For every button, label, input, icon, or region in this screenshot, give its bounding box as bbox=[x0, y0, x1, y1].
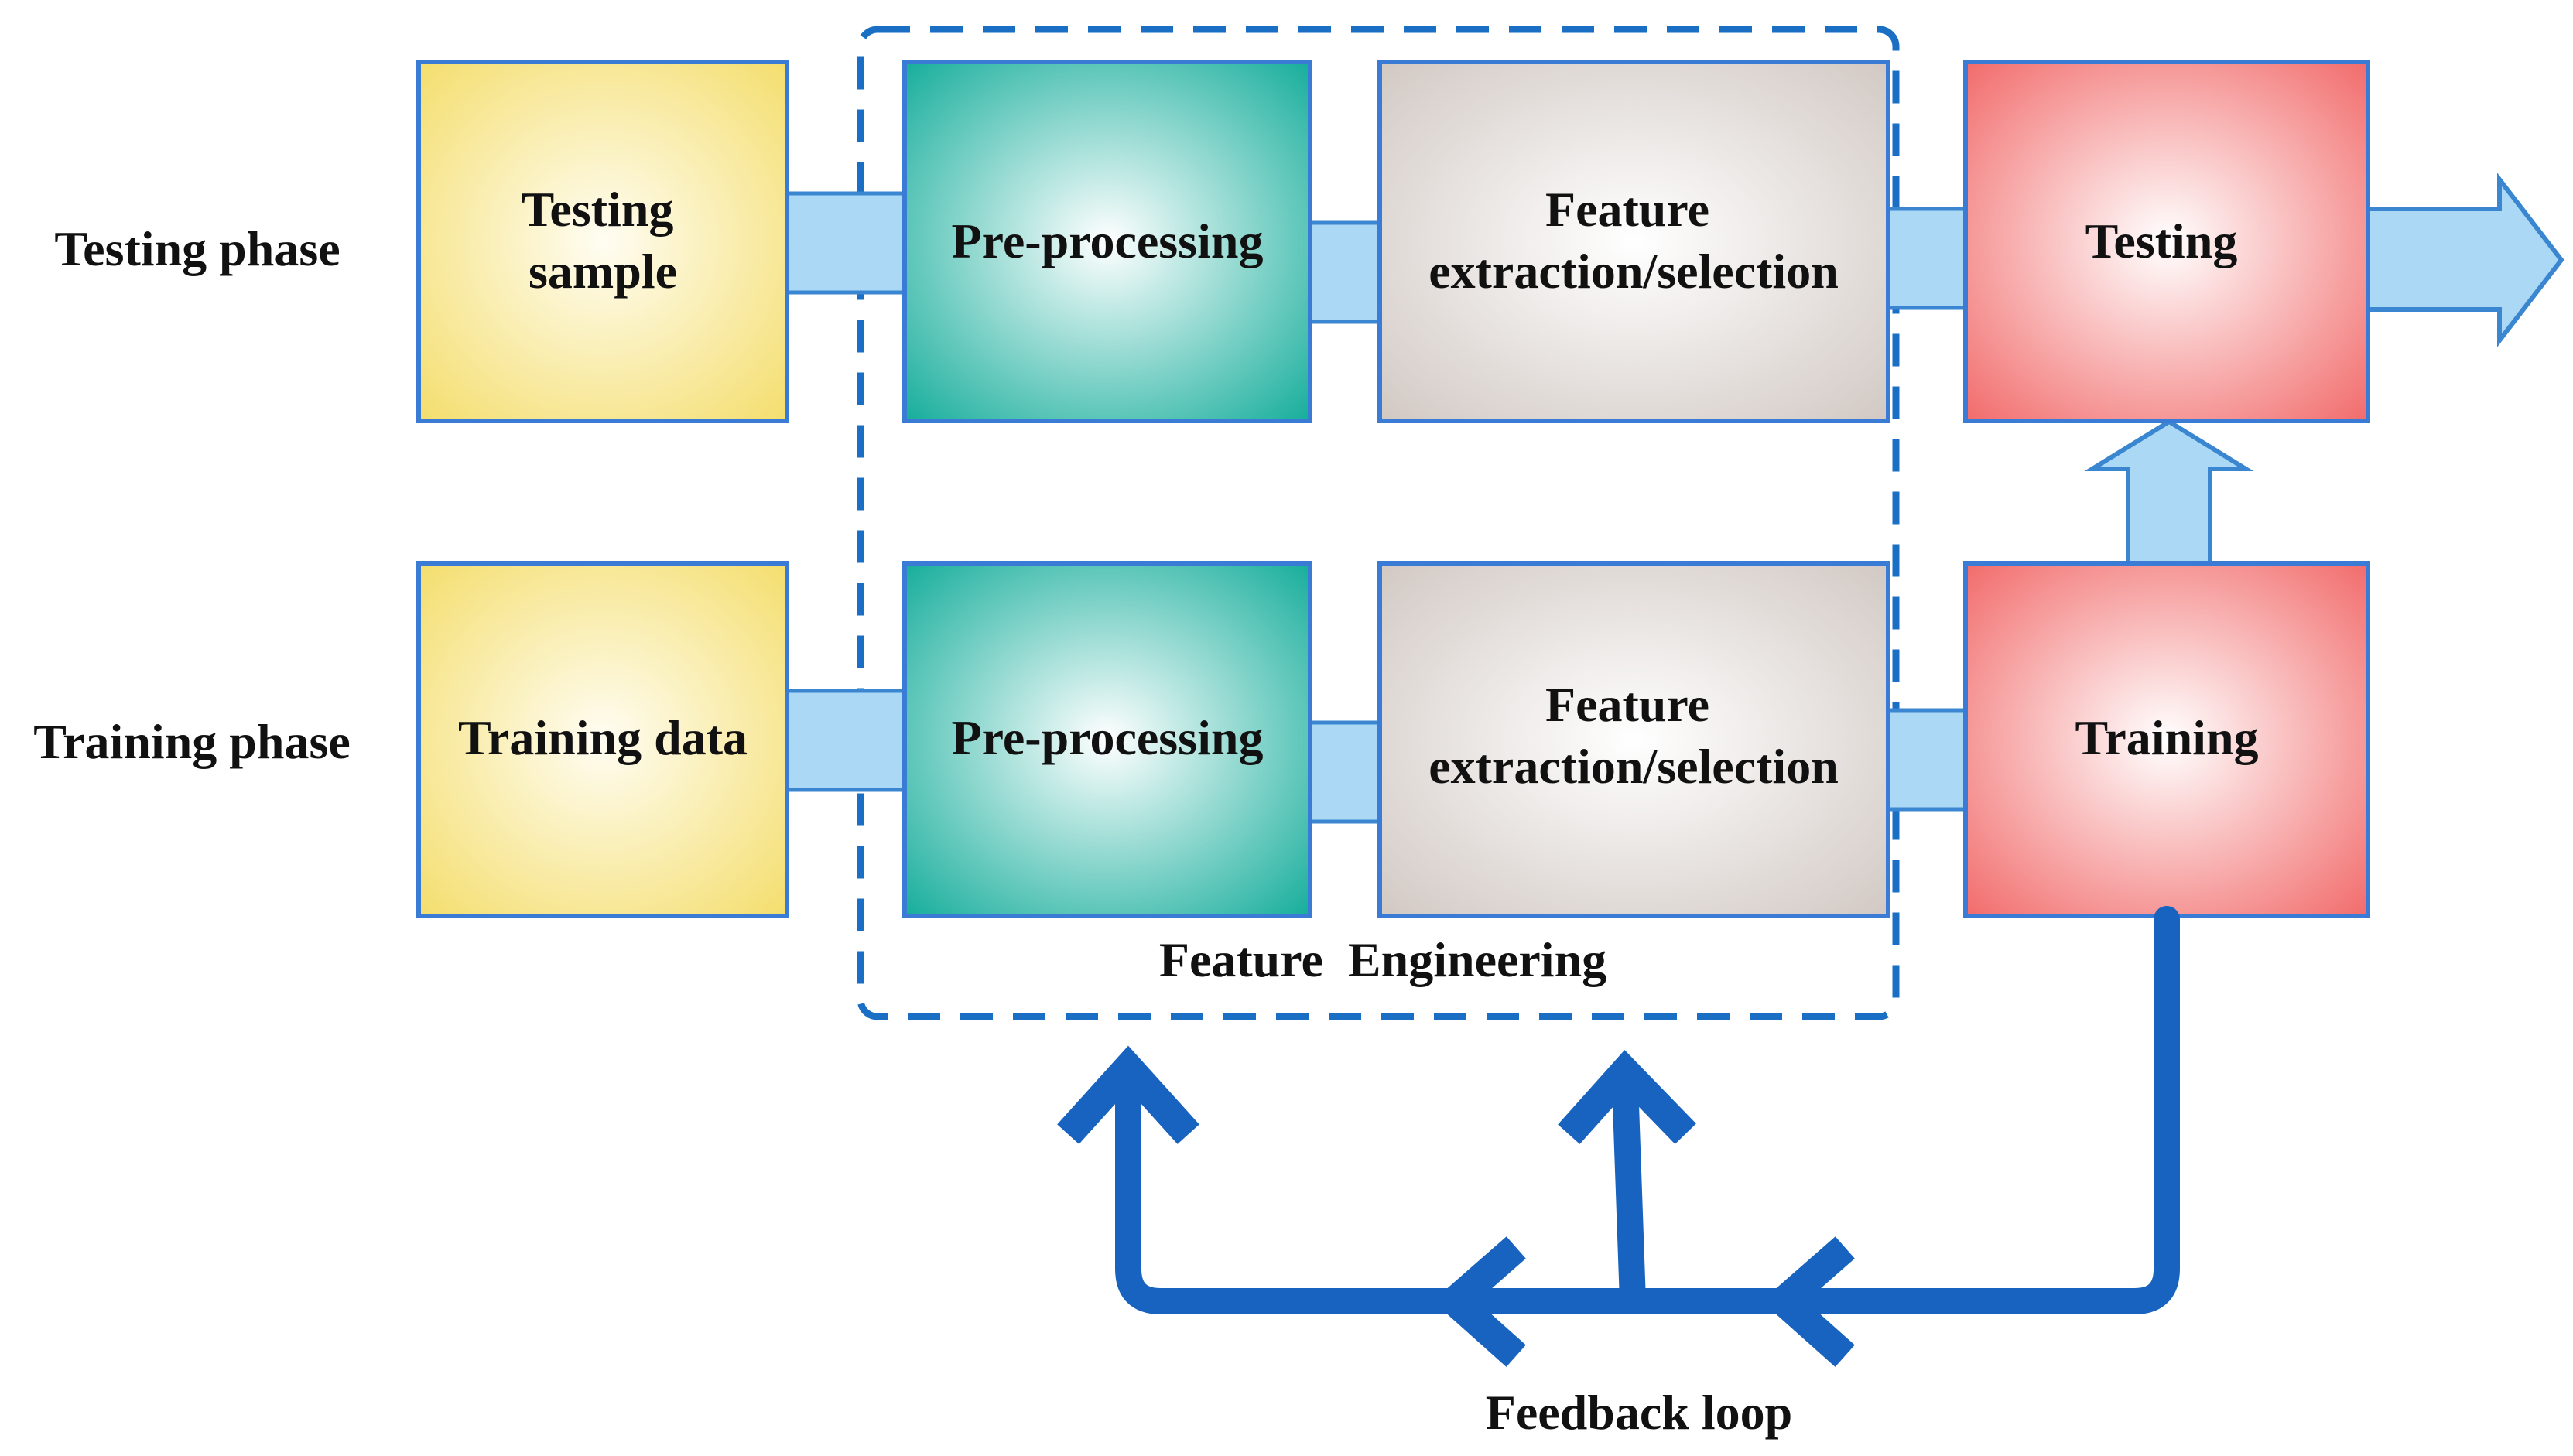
testing-sample-box bbox=[416, 60, 789, 423]
connector-testing-feature-test bbox=[1886, 207, 1968, 310]
testing-phase-label: Testing phase bbox=[54, 221, 340, 276]
testing-output-label: Testing bbox=[2085, 214, 2238, 268]
training-data-box bbox=[416, 561, 789, 918]
testing-sample-line1: Testing bbox=[522, 182, 674, 237]
connector-testing-pre-feature bbox=[1308, 220, 1382, 324]
testing-feature-line1: Feature bbox=[1545, 182, 1709, 237]
training-preprocess-label: Pre-processing bbox=[952, 710, 1264, 765]
training-feature-line2: extraction/selection bbox=[1428, 739, 1839, 794]
training-phase-label: Training phase bbox=[33, 714, 351, 769]
connector-training-pre-feature bbox=[1308, 720, 1382, 824]
training-output-label: Training bbox=[2075, 710, 2258, 765]
connector-testing-input-pre bbox=[785, 191, 907, 295]
training-feature-line1: Feature bbox=[1545, 677, 1709, 732]
feedback-loop-label: Feedback loop bbox=[1486, 1385, 1792, 1440]
testing-feature-box bbox=[1377, 60, 1890, 423]
testing-sample-line2: sample bbox=[529, 244, 677, 299]
testing-feature-line2: extraction/selection bbox=[1428, 244, 1839, 299]
feedback-loop-arrows bbox=[1057, 906, 2180, 1367]
training-box bbox=[1963, 561, 2370, 918]
testing-box bbox=[1963, 60, 2370, 423]
feature-engineering-group bbox=[857, 26, 1900, 1020]
training-to-testing-arrow bbox=[2084, 419, 2254, 566]
feature-engineering-label: Feature Engineering bbox=[1159, 932, 1606, 987]
training-preprocess-box bbox=[902, 561, 1312, 918]
training-data-label: Training data bbox=[458, 710, 748, 765]
connector-training-feature-train bbox=[1886, 708, 1968, 812]
connector-training-input-pre bbox=[785, 689, 907, 792]
testing-preprocess-box bbox=[902, 60, 1312, 423]
testing-preprocess-label: Pre-processing bbox=[952, 214, 1264, 268]
training-feature-box bbox=[1377, 561, 1890, 918]
output-arrow bbox=[2366, 173, 2564, 347]
